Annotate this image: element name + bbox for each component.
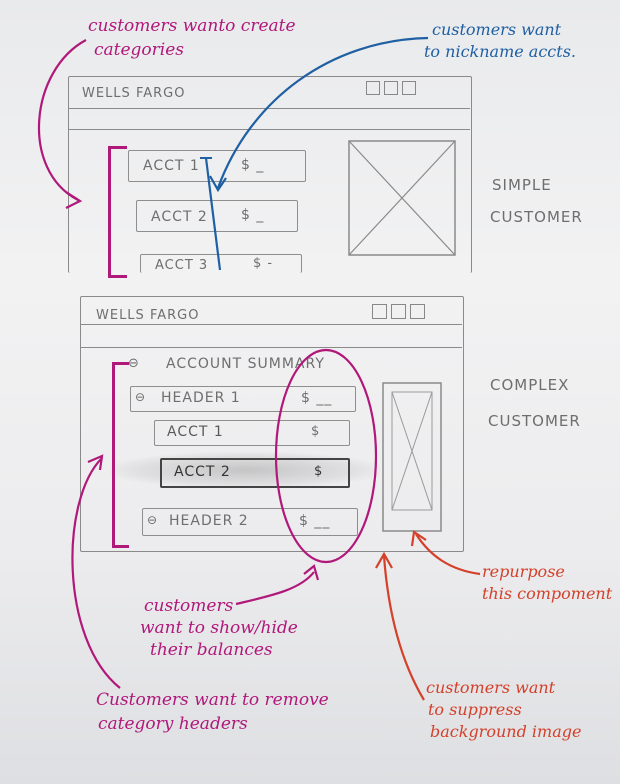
simple-nav-bar: [68, 108, 470, 130]
category-header-balance: $ __: [299, 513, 331, 529]
complex-image-placeholder: [382, 382, 442, 532]
simple-account-balance: $ _: [241, 157, 265, 173]
simple-brand: WELLS FARGO: [82, 86, 186, 101]
simple-account-name: ACCT 2: [151, 209, 208, 225]
note-repurpose-component: this compoment: [482, 584, 613, 603]
simple-group-bracket: [108, 146, 127, 278]
category-header-row: ⊖ HEADER 2 $ __: [142, 508, 358, 536]
complex-account-name: ACCT 1: [167, 424, 224, 440]
category-header-name: HEADER 1: [161, 390, 241, 406]
complex-group-bracket: [112, 362, 129, 548]
note-remove-headers: Customers want to remove: [96, 690, 329, 710]
account-summary-title: ACCOUNT SUMMARY: [166, 356, 325, 372]
note-create-categories: categories: [94, 40, 185, 60]
note-nickname-accounts: to nickname accts.: [424, 42, 576, 61]
complex-customer-label: COMPLEX: [490, 376, 570, 394]
complex-window-buttons: [372, 304, 425, 323]
simple-customer-label: CUSTOMER: [490, 208, 583, 226]
simple-account-row: ACCT 2 $ _: [136, 200, 298, 232]
simple-image-placeholder: [348, 140, 456, 256]
simple-account-balance: $ _: [241, 207, 265, 223]
complex-account-row: ACCT 1 $: [154, 420, 350, 446]
note-show-hide-balances: their balances: [150, 640, 273, 660]
simple-account-name: ACCT 1: [143, 158, 200, 174]
complex-account-row: ACCT 2 $: [160, 458, 350, 488]
note-create-categories: customers wanto create: [88, 16, 296, 36]
note-suppress-background: background image: [430, 722, 582, 741]
account-summary-toggle-icon: ⊖: [128, 356, 140, 371]
collapse-icon: ⊖: [147, 513, 159, 527]
simple-window-buttons: [366, 80, 416, 99]
category-header-name: HEADER 2: [169, 513, 249, 529]
simple-account-row: ACCT 1 $ _: [128, 150, 306, 182]
simple-customer-label: SIMPLE: [492, 176, 552, 194]
complex-nav-bar: [80, 324, 462, 348]
note-suppress-background: to suppress: [428, 700, 522, 719]
category-header-balance: $ __: [301, 390, 333, 406]
complex-account-balance: $: [314, 464, 324, 479]
simple-account-balance: $ -: [253, 256, 274, 271]
note-remove-headers: category headers: [98, 714, 248, 734]
simple-account-row: ACCT 3 $ -: [140, 254, 302, 273]
complex-account-name: ACCT 2: [174, 464, 231, 480]
note-suppress-background: customers want: [426, 678, 556, 697]
complex-account-balance: $: [311, 424, 321, 439]
category-header-row: ⊖ HEADER 1 $ __: [130, 386, 356, 412]
complex-wireframe-window: [80, 296, 464, 552]
collapse-icon: ⊖: [135, 390, 147, 404]
note-show-hide-balances: customers: [144, 596, 234, 616]
note-repurpose-component: repurpose: [482, 562, 565, 581]
simple-account-name: ACCT 3: [155, 258, 209, 273]
complex-brand: WELLS FARGO: [96, 308, 200, 323]
note-show-hide-balances: want to show/hide: [140, 618, 298, 638]
simple-wireframe-window: [68, 76, 472, 273]
note-nickname-accounts: customers want: [432, 20, 562, 39]
complex-customer-label: CUSTOMER: [488, 412, 581, 430]
